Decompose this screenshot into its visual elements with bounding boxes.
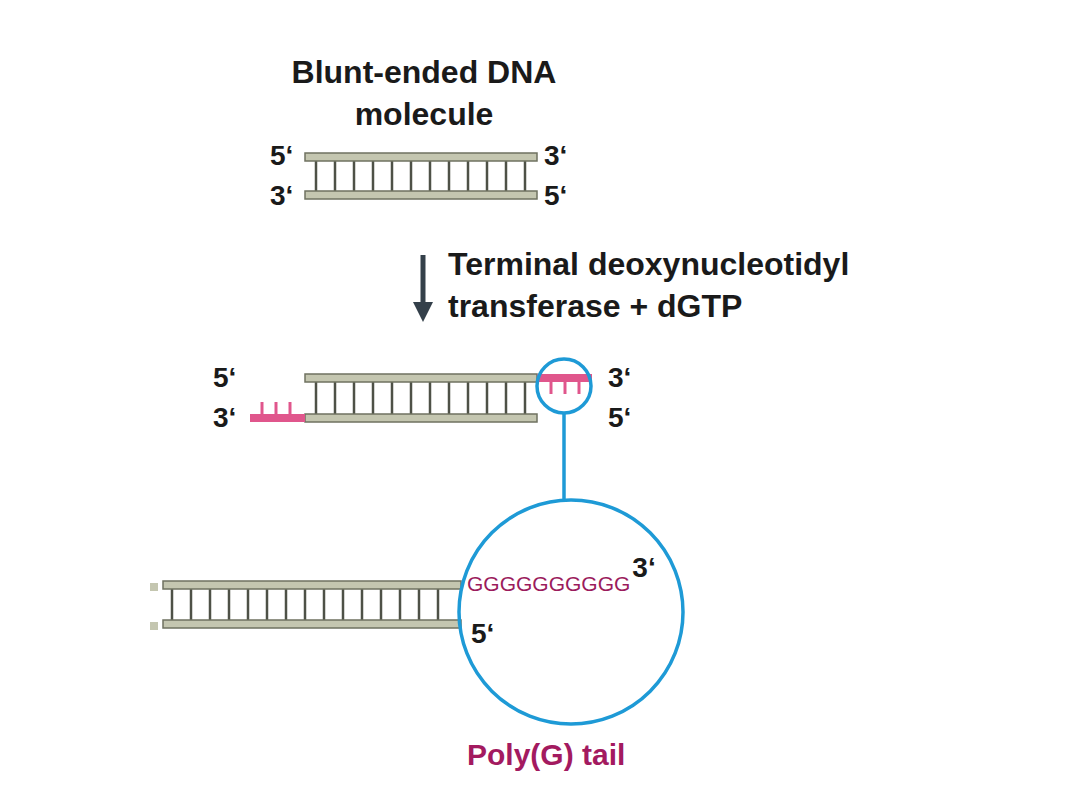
base-pair <box>247 589 250 620</box>
dna-strand <box>305 414 537 422</box>
base-pair <box>418 589 421 620</box>
dna-strand <box>305 153 537 161</box>
base-pair <box>304 589 307 620</box>
base-pair <box>505 382 508 414</box>
base-pair <box>266 589 269 620</box>
base-pair <box>524 382 527 414</box>
enzyme-label: Terminal deoxynucleotidyl transferase + … <box>448 244 968 327</box>
base-pair <box>391 161 394 191</box>
base-pair <box>399 589 402 620</box>
base-pair <box>228 589 231 620</box>
base-pair <box>209 589 212 620</box>
base-pair <box>285 589 288 620</box>
base-pair <box>467 161 470 191</box>
base-pair <box>437 589 440 620</box>
base-pair <box>448 382 451 414</box>
strand-end: 5‘ <box>270 138 293 174</box>
base-pair <box>372 382 375 414</box>
base-pair <box>171 589 174 620</box>
base-pair <box>410 161 413 191</box>
strand-end: 3‘ <box>632 550 655 586</box>
strand-end: 3‘ <box>213 400 236 436</box>
strand-end: 5‘ <box>608 400 631 436</box>
g-tail <box>537 374 592 382</box>
base-pair <box>334 382 337 414</box>
base-pair <box>467 382 470 414</box>
base-pair <box>505 161 508 191</box>
base-pair <box>190 589 193 620</box>
dna-strand <box>163 620 461 628</box>
zoom-circle <box>537 359 591 413</box>
base-pair <box>342 589 345 620</box>
base-pair <box>315 161 318 191</box>
base-pair <box>334 161 337 191</box>
strand-end: 3‘ <box>608 360 631 396</box>
base-pair <box>486 161 489 191</box>
base-pair <box>315 382 318 414</box>
base-pair <box>353 382 356 414</box>
zoom-circle: GGGGGGGGGG3‘5‘Poly(G) tail <box>457 498 685 726</box>
base-pair <box>429 161 432 191</box>
molecule-heading: Blunt-ended DNA molecule <box>259 52 589 135</box>
base-pair <box>524 161 527 191</box>
poly-g-sequence: GGGGGGGGGG <box>467 570 630 597</box>
strand-end: 5‘ <box>471 616 494 652</box>
strand-end: 3‘ <box>270 178 293 214</box>
zoom-line <box>562 413 566 500</box>
dna-strand <box>305 374 537 382</box>
circle-outline <box>457 498 685 726</box>
g-tail <box>250 414 305 422</box>
tail-label: Poly(G) tail <box>467 735 625 774</box>
base-pair <box>429 382 432 414</box>
base-pair <box>372 161 375 191</box>
strand-end: 5‘ <box>544 178 567 214</box>
base-pair <box>361 589 364 620</box>
base-pair <box>353 161 356 191</box>
strand-end: 5‘ <box>213 360 236 396</box>
base-pair <box>410 382 413 414</box>
base-pair <box>391 382 394 414</box>
base-pair <box>448 161 451 191</box>
reaction-arrow <box>421 255 426 312</box>
dna-strand <box>163 581 461 589</box>
strand-end: 3‘ <box>544 138 567 174</box>
base-pair <box>380 589 383 620</box>
base-pair <box>486 382 489 414</box>
base-pair <box>323 589 326 620</box>
dna-strand <box>305 191 537 199</box>
